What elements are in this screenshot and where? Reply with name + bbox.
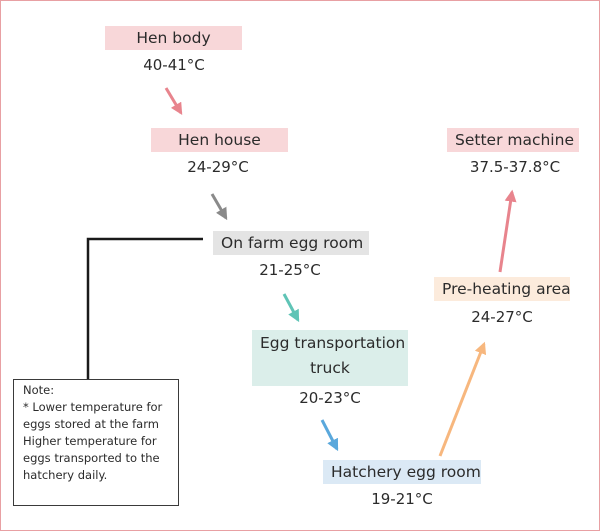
egg-transportation-truck-box <box>252 330 408 386</box>
note-box: Note: * Lower temperature for eggs store… <box>13 379 179 506</box>
arrow-preheating-to-setter <box>498 189 517 273</box>
arrow-hen-body-to-hen-house <box>164 87 183 116</box>
on-farm-egg-room-temp: 21-25°C <box>259 261 321 279</box>
hen-house-label: Hen house <box>151 128 288 152</box>
note-title: Note: <box>23 383 55 397</box>
setter-machine-label: Setter machine <box>447 128 579 152</box>
note-line: eggs stored at the farm <box>23 417 159 431</box>
egg-transportation-truck-temp: 20-23°C <box>299 389 361 407</box>
arrow-egg-room-to-truck <box>282 293 300 323</box>
hen-house-temp: 24-29°C <box>187 158 249 176</box>
hatchery-egg-room-label: Hatchery egg room <box>323 460 481 484</box>
hatchery-egg-room-temp: 19-21°C <box>371 490 433 508</box>
egg-transportation-truck-label-line1: Egg transportation <box>260 334 406 352</box>
arrow-hatchery-to-preheating <box>438 341 487 457</box>
egg-transportation-truck-label-line2: truck <box>310 359 350 377</box>
pre-heating-area-label: Pre-heating area <box>434 277 571 301</box>
hen-body-temp: 40-41°C <box>143 56 205 74</box>
note-line: * Lower temperature for <box>23 400 163 414</box>
pre-heating-area-temp: 24-27°C <box>471 308 533 326</box>
hen-body-label: Hen body <box>105 26 242 50</box>
note-line: hatchery daily. <box>23 468 108 482</box>
setter-machine-temp: 37.5-37.8°C <box>469 158 561 176</box>
on-farm-egg-room-label: On farm egg room <box>213 231 369 255</box>
note-connector <box>86 237 203 380</box>
note-line: eggs transported to the <box>23 451 160 465</box>
note-line: Higher temperature for <box>23 434 157 448</box>
arrow-hen-house-to-egg-room <box>210 193 228 221</box>
arrow-truck-to-hatchery <box>320 419 339 452</box>
